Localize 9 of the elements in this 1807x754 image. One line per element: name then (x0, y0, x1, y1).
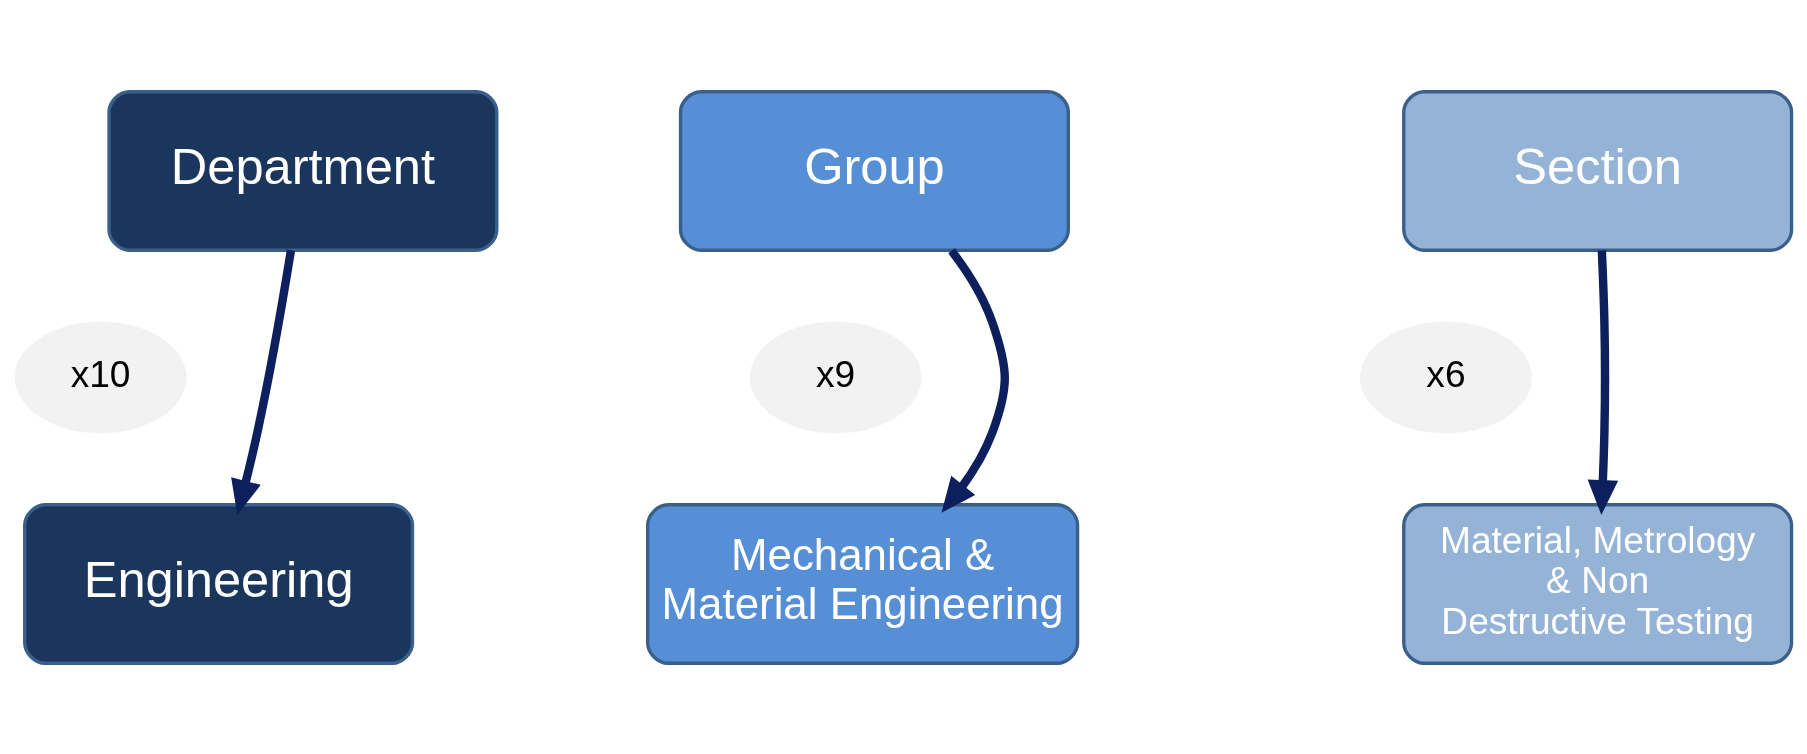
node-box: Section (1402, 89, 1794, 252)
arrow (941, 247, 1009, 513)
node-box: Group (678, 89, 1070, 252)
node-box: Material, Metrology & Non Destructive Testing (1402, 502, 1794, 665)
node-box: Department (107, 89, 499, 252)
arrow (231, 249, 296, 515)
node-box: Engineering (23, 502, 415, 665)
node-box: Mechanical & Material Engineering (646, 502, 1080, 665)
arrow (1587, 249, 1619, 515)
